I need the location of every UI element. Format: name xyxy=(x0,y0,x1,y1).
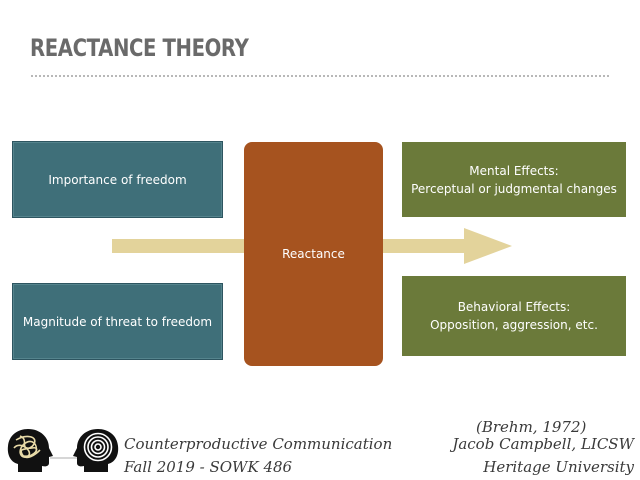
output-detail: Opposition, aggression, etc. xyxy=(430,318,598,332)
connection-line-icon xyxy=(50,457,80,459)
course-term: Fall 2019 - SOWK 486 xyxy=(124,458,293,476)
reactance-box: Reactance xyxy=(244,142,383,366)
output-title: Behavioral Effects: xyxy=(457,300,571,314)
reactance-label: Reactance xyxy=(282,247,345,261)
institution: Heritage University xyxy=(483,458,634,476)
course-title: Counterproductive Communication xyxy=(124,435,393,453)
input-box-threat: Magnitude of threat to freedom xyxy=(12,283,223,360)
output-title: Mental Effects: xyxy=(469,163,559,178)
output-box-mental: Mental Effects: Perceptual or judgmental… xyxy=(402,142,626,217)
slide-title: REACTANCE THEORY xyxy=(30,34,249,62)
spiral-head-icon xyxy=(73,429,119,472)
input-label: Importance of freedom xyxy=(48,172,187,187)
author: Jacob Campbell, LICSW xyxy=(452,435,634,453)
input-label: Magnitude of threat to freedom xyxy=(22,314,213,329)
title-divider xyxy=(31,75,609,77)
tangled-head-icon xyxy=(7,429,54,472)
output-detail: Perceptual or judgmental changes xyxy=(411,181,617,196)
citation: (Brehm, 1972) xyxy=(476,418,587,436)
input-box-importance: Importance of freedom xyxy=(12,141,223,218)
output-box-behavioral: Behavioral Effects: Opposition, aggressi… xyxy=(402,276,626,356)
